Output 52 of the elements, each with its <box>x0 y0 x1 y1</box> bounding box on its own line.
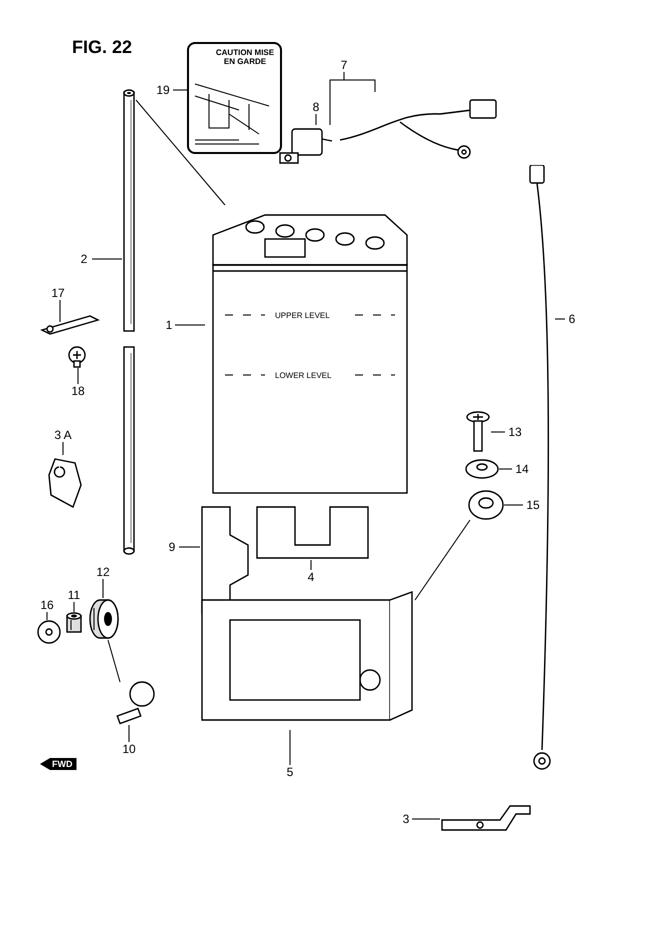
callout-number: 7 <box>336 58 352 72</box>
callout-number: 18 <box>68 384 88 398</box>
breather-tube-drawing <box>122 345 136 555</box>
leader-line <box>46 612 48 620</box>
callout-number: 16 <box>38 598 56 612</box>
level-mark-text: LOWER LEVEL <box>275 371 332 380</box>
leader-line <box>498 468 512 470</box>
callout-number: 1 <box>163 318 175 332</box>
callout-number: 12 <box>94 565 112 579</box>
screw-drawing <box>465 410 491 452</box>
level-mark-text: UPPER LEVEL <box>275 311 330 320</box>
leader-line <box>62 442 64 456</box>
callout-number: 6 <box>565 312 579 326</box>
figure-title: FIG. 22 <box>72 36 132 59</box>
leader-line <box>504 504 524 506</box>
breather-tube-drawing <box>122 88 136 333</box>
bracket-drawing <box>255 505 370 560</box>
leader-line <box>174 324 206 326</box>
callout-number: 8 <box>308 100 324 114</box>
leader-line <box>414 520 470 600</box>
callout-number: 10 <box>120 742 138 756</box>
leader-line <box>92 258 122 260</box>
callout-number: 19 <box>153 83 173 97</box>
leader-line <box>554 318 566 320</box>
warning-text: CAUTION MISE EN GARDE <box>214 48 276 66</box>
callout-number: 14 <box>512 462 532 476</box>
leader-line <box>136 100 226 206</box>
callout-number: 2 <box>76 252 92 266</box>
callout-number: 9 <box>165 540 179 554</box>
grommet-drawing <box>468 490 504 520</box>
washer-drawing <box>36 620 62 644</box>
callout-number: 5 <box>284 765 296 779</box>
leader-line <box>102 578 104 598</box>
callout-number: 3 <box>400 812 412 826</box>
callout-number: 11 <box>66 588 82 602</box>
callout-number: 15 <box>523 498 543 512</box>
grommet-drawing <box>88 598 120 640</box>
collar-drawing <box>64 612 84 634</box>
leader-line <box>108 640 120 682</box>
leader-line <box>128 724 130 742</box>
leader-line <box>310 560 312 570</box>
screw-drawing <box>66 346 88 368</box>
callout-number: 17 <box>48 286 68 300</box>
caution-sticker <box>187 42 282 154</box>
leader-line <box>330 72 344 126</box>
callout-number: 4 <box>305 570 317 584</box>
callout-number: 13 <box>505 425 525 439</box>
washer-drawing <box>465 458 499 480</box>
bolt-drawing <box>116 680 156 725</box>
leader-line <box>412 818 440 820</box>
callout-number: 3 A <box>48 428 78 442</box>
leader-line <box>178 546 200 548</box>
